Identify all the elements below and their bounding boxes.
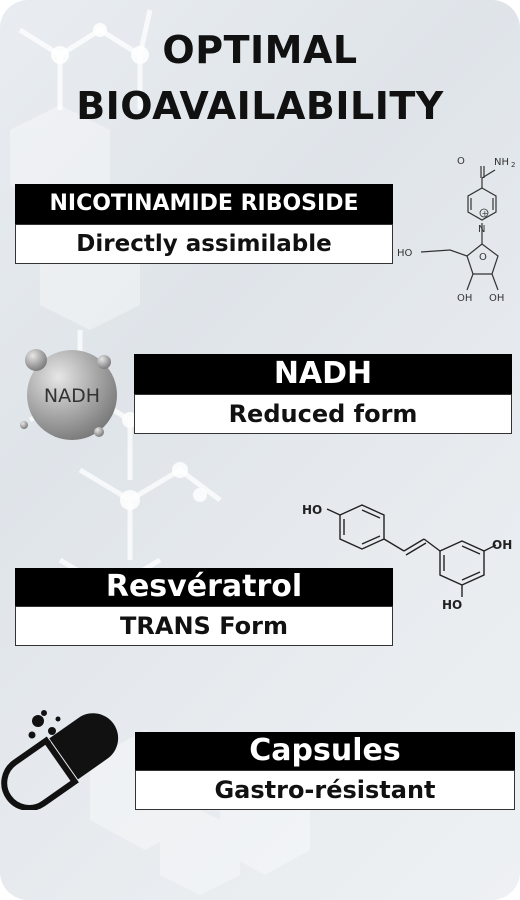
- nicotinamide-riboside-molecule-icon: O NH 2 + N O HO OH OH: [397, 156, 515, 304]
- nadh-label: NADH: [134, 354, 512, 394]
- svg-text:O: O: [457, 156, 465, 167]
- nicotinamide-riboside-label: NICOTINAMIDE RIBOSIDE: [15, 184, 393, 224]
- svg-text:2: 2: [511, 161, 515, 169]
- svg-text:OH: OH: [492, 538, 512, 552]
- nadh-molecule-bubble-icon: NADH: [20, 349, 117, 440]
- svg-text:+: +: [482, 209, 489, 218]
- svg-text:HO: HO: [302, 503, 322, 517]
- svg-text:HO: HO: [397, 248, 413, 259]
- capsules-sub: Gastro-résistant: [135, 770, 515, 810]
- page-title-line2: BIOAVAILABILITY: [76, 84, 444, 128]
- capsules-label: Capsules: [135, 732, 515, 770]
- svg-text:NH: NH: [494, 157, 509, 168]
- svg-text:N: N: [478, 224, 485, 235]
- svg-text:OH: OH: [457, 293, 472, 304]
- nicotinamide-riboside-sub: Directly assimilable: [15, 224, 393, 264]
- svg-text:OH: OH: [489, 293, 504, 304]
- resveratrol-sub: TRANS Form: [15, 606, 393, 646]
- page-title-line1: OPTIMAL: [162, 28, 358, 72]
- capsule-icon: [1, 710, 119, 810]
- svg-text:O: O: [479, 252, 487, 263]
- resveratrol-label: Resvératrol: [15, 568, 393, 606]
- resveratrol-molecule-icon: HO OH HO: [302, 503, 512, 612]
- svg-text:HO: HO: [442, 598, 462, 612]
- nadh-sub: Reduced form: [134, 394, 512, 434]
- svg-text:NADH: NADH: [44, 385, 100, 407]
